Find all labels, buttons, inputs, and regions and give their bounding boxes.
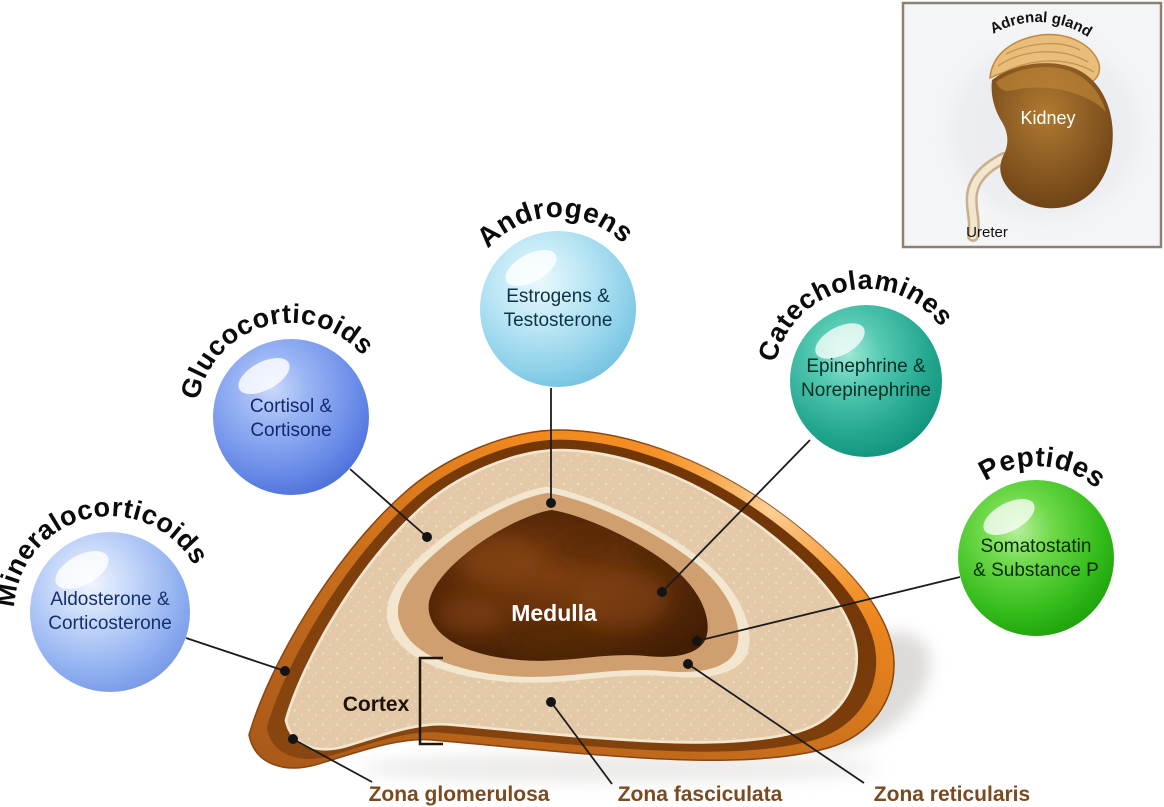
cortex-bracket (418, 656, 443, 746)
bubble-androgens: Androgens Estrogens & Testosterone (471, 192, 640, 387)
zona-reticularis-connector (687, 663, 865, 784)
glucocorticoids-sphere (213, 339, 369, 495)
catecholamines-hormone-line2: Norepinephrine (801, 380, 931, 401)
inset-kidney-label: Kidney (1020, 108, 1075, 128)
catecholamines-gloss (815, 323, 865, 359)
peptides-connector-dot (692, 636, 702, 646)
peptides-gloss (983, 498, 1035, 536)
peptides-hormone-line2: & Substance P (973, 560, 1099, 581)
mineralocorticoids-connector-dot (280, 666, 290, 676)
mineralocorticoids-hormone-line1: Aldosterone & (50, 589, 170, 610)
inset-kidney-highlight (996, 67, 1106, 112)
bubble-glucocorticoids: Glucocorticoids Cortisol & Cortisone (175, 299, 380, 495)
gland-shadow-bottom (360, 754, 880, 782)
mineralocorticoids-hormone-line2: Corticosterone (48, 613, 172, 634)
zona-fasciculata-label: Zona fasciculata (618, 783, 783, 806)
bubble-mineralocorticoids: Mineralocorticoids Aldosterone & Cortico… (0, 492, 214, 692)
peptides-connector (696, 576, 961, 642)
catecholamines-hormone-line1: Epinephrine & (806, 356, 926, 377)
inset-kidney-shape (991, 63, 1113, 209)
bubble-peptides: Peptides Somatostatin & Substance P (958, 441, 1114, 636)
glucocorticoids-hormone-line1: Cortisol & (250, 396, 333, 417)
peptides-sphere (958, 480, 1114, 636)
zona-reticularis-label: Zona reticularis (874, 783, 1030, 806)
zona-glomerulosa-label: Zona glomerulosa (369, 783, 550, 806)
catecholamines-connector-dot (657, 587, 667, 597)
glucocorticoids-connector (349, 468, 428, 538)
inset-adrenal-gland-texture (997, 42, 1095, 75)
androgens-gloss (505, 249, 557, 287)
connectors (185, 388, 961, 785)
medulla-texture (438, 529, 695, 660)
kidney-inset: Adrenal gland Kidney Ureter (901, 1, 1163, 249)
peptides-hormone-line1: Somatostatin (981, 536, 1092, 557)
zona-glomerulosa-connector (292, 738, 373, 783)
mineralocorticoids-connector (185, 637, 286, 672)
zona-fasciculata-connector-dot (546, 697, 556, 707)
medulla-label: Medulla (511, 600, 597, 626)
glucocorticoids-connector-dot (422, 532, 432, 542)
bubble-catecholamines: Catecholamines Epinephrine & Norepinephr… (752, 265, 959, 457)
androgens-hormone-line1: Estrogens & (506, 286, 610, 307)
androgens-hormone-line2: Testosterone (504, 310, 613, 331)
mineralocorticoids-gloss (55, 551, 109, 589)
cortex-label: Cortex (343, 693, 410, 716)
inset-ureter-shape (968, 154, 1008, 240)
catecholamines-connector (661, 439, 811, 593)
zona-fasciculata-connector (550, 701, 613, 785)
zona-reticularis-connector-dot (683, 659, 693, 669)
androgens-connector-dot (546, 498, 556, 508)
zona-glomerulosa-connector-dot (288, 734, 298, 744)
mineralocorticoids-sphere (30, 532, 190, 692)
androgens-sphere (480, 231, 636, 387)
glucocorticoids-gloss (238, 357, 290, 395)
glucocorticoids-hormone-line2: Cortisone (250, 420, 331, 441)
inset-ureter-label: Ureter (966, 224, 1008, 241)
